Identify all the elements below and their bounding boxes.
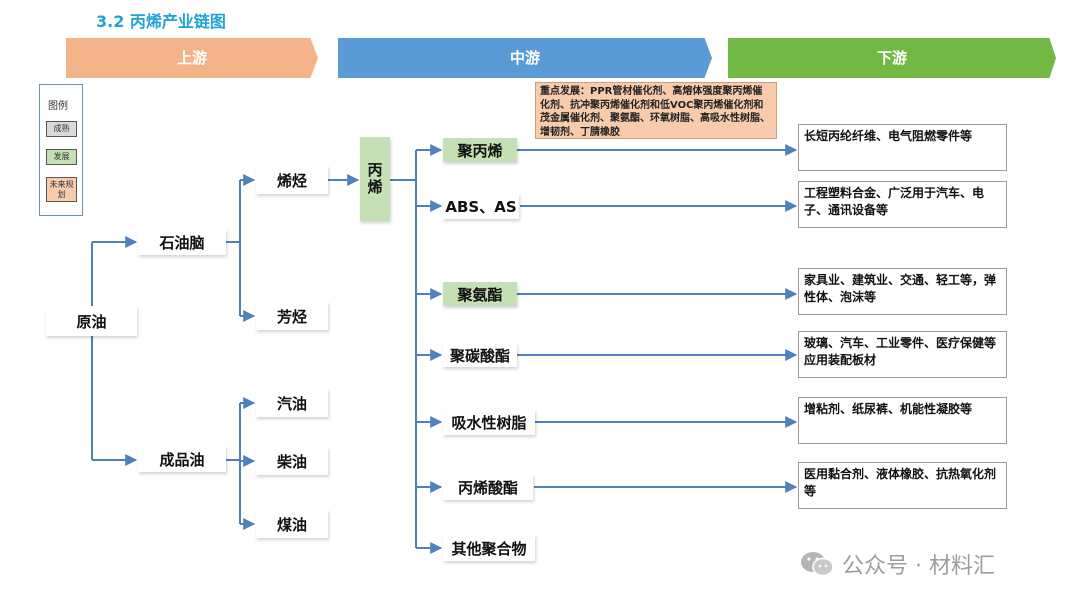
legend-mature: 成熟 bbox=[46, 121, 77, 137]
refined-oil-node: 成品油 bbox=[138, 446, 226, 472]
downstream-banner: 下游 bbox=[728, 38, 1056, 78]
application-acrylate: 医用黏合剂、液体橡胶、抗热氧化剂等 bbox=[798, 462, 1007, 509]
legend-developing: 发展 bbox=[46, 149, 77, 165]
application-abs-as: 工程塑料合金、广泛用于汽车、电子、通讯设备等 bbox=[798, 181, 1007, 228]
olefins-node: 烯烃 bbox=[256, 166, 328, 194]
midstream-banner: 中游 bbox=[338, 38, 712, 78]
diesel-node: 柴油 bbox=[256, 447, 328, 475]
product-acrylate: 丙烯酸酯 bbox=[443, 474, 533, 500]
product-polypropylene: 聚丙烯 bbox=[443, 138, 517, 162]
aromatics-node: 芳烃 bbox=[256, 302, 328, 330]
crude-oil-node: 原油 bbox=[46, 306, 137, 336]
propylene-node: 丙烯 bbox=[360, 137, 390, 221]
legend-future: 未来规划 bbox=[46, 177, 77, 202]
product-polyurethane: 聚氨酯 bbox=[443, 282, 517, 306]
product-other-polymers: 其他聚合物 bbox=[443, 535, 535, 561]
naphtha-node: 石油脑 bbox=[138, 229, 226, 255]
watermark: 公众号 · 材料汇 bbox=[800, 548, 995, 580]
key-development-note: 重点发展：PPR管材催化剂、高熔体强度聚丙烯催化剂、抗冲聚丙烯催化剂和低VOC聚… bbox=[535, 82, 777, 139]
product-polycarbonate: 聚碳酸酯 bbox=[443, 343, 517, 367]
product-abs-as: ABS、AS bbox=[443, 193, 519, 219]
legend-title: 图例 bbox=[48, 101, 68, 112]
application-polypropylene: 长短丙纶纤维、电气阻燃零件等 bbox=[798, 124, 1007, 171]
kerosene-node: 煤油 bbox=[256, 510, 328, 538]
watermark-text: 公众号 · 材料汇 bbox=[842, 554, 995, 579]
product-water-absorbent-resin: 吸水性树脂 bbox=[443, 409, 535, 435]
application-polyurethane: 家具业、建筑业、交通、轻工等，弹性体、泡沫等 bbox=[798, 268, 1007, 315]
gasoline-node: 汽油 bbox=[256, 389, 328, 417]
application-water-absorbent-resin: 增粘剂、纸尿裤、机能性凝胶等 bbox=[798, 397, 1007, 444]
wechat-icon bbox=[801, 552, 834, 577]
application-polycarbonate: 玻璃、汽车、工业零件、医疗保健等应用装配板材 bbox=[798, 331, 1007, 378]
upstream-banner: 上游 bbox=[66, 38, 318, 78]
page-title: 3.2 丙烯产业链图 bbox=[96, 12, 226, 31]
